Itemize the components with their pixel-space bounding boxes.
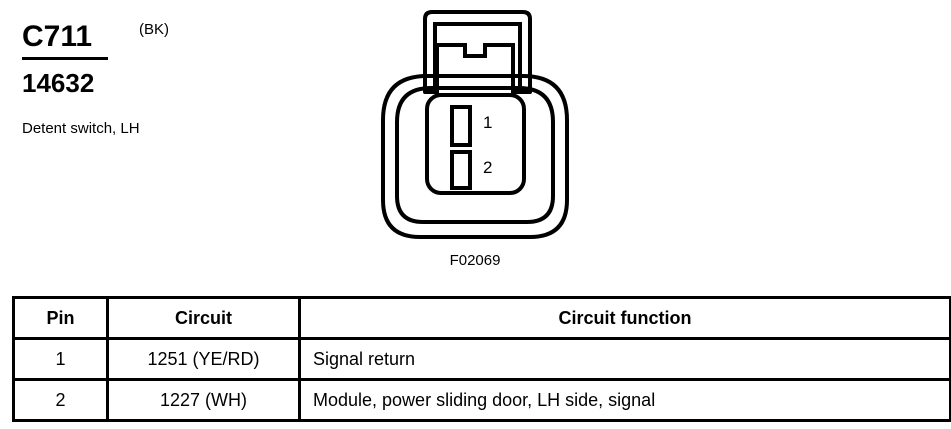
- column-header-circuit-function: Circuit function: [298, 296, 951, 340]
- connector-code: C711: [22, 20, 93, 53]
- table-body: 1 1251 (YE/RD) Signal return 2 1227 (WH)…: [12, 337, 951, 422]
- pinout-table-container: Pin Circuit Circuit function 1 1251 (YE/…: [12, 296, 951, 422]
- connector-color-code: (BK): [139, 21, 169, 38]
- table-header-row: Pin Circuit Circuit function: [12, 296, 951, 340]
- table-header: Pin Circuit Circuit function: [12, 296, 951, 340]
- pinout-table: Pin Circuit Circuit function 1 1251 (YE/…: [12, 296, 951, 422]
- locking-tab-keyway-notch: [435, 43, 515, 97]
- column-header-pin: Pin: [12, 296, 109, 340]
- component-name: Detent switch, LH: [22, 120, 140, 137]
- pin-number-label-2: 2: [483, 158, 493, 177]
- terminal-cavity-block: [425, 93, 526, 195]
- cell-circuit-function: Signal return: [298, 337, 951, 381]
- terminal-slot-1: [450, 105, 472, 147]
- pin-number-label-1: 1: [483, 113, 493, 132]
- connector-header-block: C711 (BK) 14632 Detent switch, LH: [20, 12, 340, 152]
- connector-part-number: 14632: [22, 68, 95, 98]
- figure-caption: F02069: [449, 252, 501, 269]
- column-header-circuit: Circuit: [106, 296, 301, 340]
- table-row: 2 1227 (WH) Module, power sliding door, …: [12, 378, 951, 422]
- connector-outer-shell: [381, 74, 569, 239]
- connector-face-view-icon: [381, 10, 569, 239]
- cell-circuit: 1227 (WH): [106, 378, 301, 422]
- cell-circuit-function: Module, power sliding door, LH side, sig…: [298, 378, 951, 422]
- connector-inner-shell: [395, 86, 555, 224]
- cell-circuit: 1251 (YE/RD): [106, 337, 301, 381]
- connector-figure: 1 2 F02069: [370, 0, 580, 285]
- header-divider-rule: [22, 57, 108, 60]
- table-row: 1 1251 (YE/RD) Signal return: [12, 337, 951, 381]
- terminal-slot-2: [450, 150, 472, 190]
- cell-pin: 1: [12, 337, 109, 381]
- cell-pin: 2: [12, 378, 109, 422]
